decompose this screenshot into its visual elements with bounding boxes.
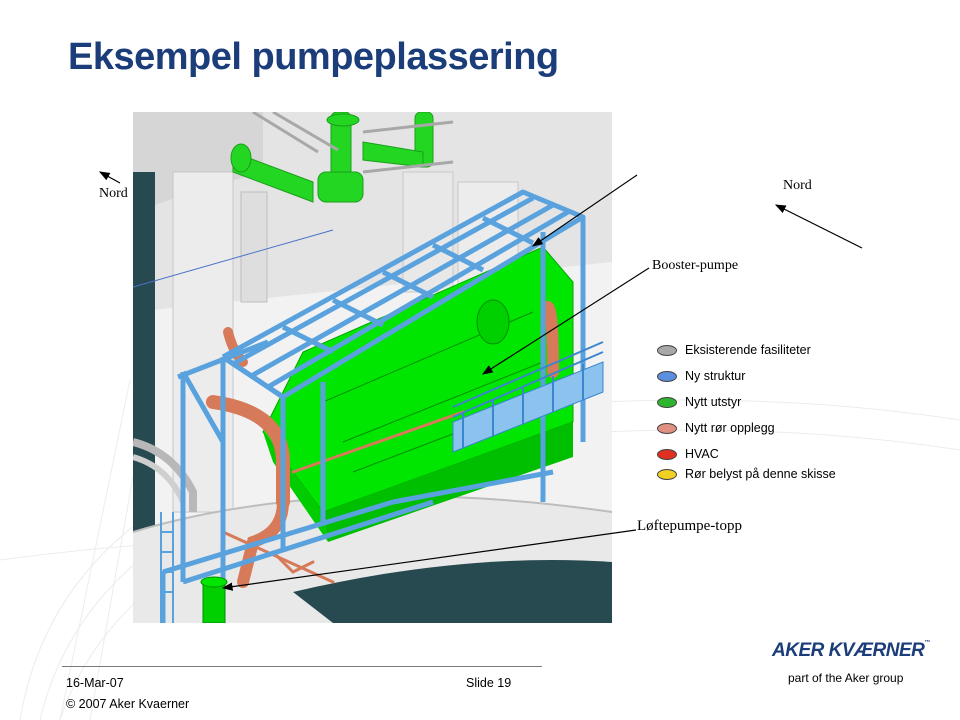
slide-title: Eksempel pumpeplassering bbox=[68, 36, 559, 78]
footer-tagline: part of the Aker group bbox=[788, 671, 904, 685]
footer-divider bbox=[62, 666, 542, 667]
tank-dark-wall bbox=[133, 172, 155, 572]
aker-kvaerner-logo: AKER KVÆRNER™ bbox=[772, 640, 930, 662]
logo-trademark: ™ bbox=[924, 640, 930, 646]
legend-label: Ny struktur bbox=[685, 369, 746, 383]
footer-date: 16-Mar-07 bbox=[66, 676, 124, 690]
nord-label-right: Nord bbox=[783, 178, 812, 193]
legend-item-new-piping: Nytt rør opplegg bbox=[657, 418, 836, 438]
legend-label: Nytt utstyr bbox=[685, 395, 742, 409]
nord-right-arrow bbox=[774, 204, 863, 249]
legend-swatch bbox=[657, 370, 677, 382]
legend-item-new-equipment: Nytt utstyr bbox=[657, 392, 836, 412]
legend-item-existing: Eksisterende fasiliteter bbox=[657, 340, 836, 360]
legend-swatch bbox=[657, 396, 677, 408]
footer-copyright: © 2007 Aker Kvaerner bbox=[66, 697, 190, 711]
legend: Eksisterende fasiliteter Ny struktur Nyt… bbox=[657, 340, 836, 484]
legend-label: HVAC bbox=[685, 447, 719, 461]
logo-text: AKER KVÆRNER bbox=[772, 640, 925, 661]
nord-left-arrow bbox=[98, 171, 121, 184]
booster-pump-label: Booster-pumpe bbox=[652, 258, 739, 273]
nord-label-left: Nord bbox=[99, 186, 128, 201]
legend-label: Nytt rør opplegg bbox=[685, 421, 775, 435]
legend-swatch bbox=[657, 448, 677, 460]
legend-label: Eksisterende fasiliteter bbox=[685, 343, 811, 357]
lift-pump-top-label: Løftepumpe-topp bbox=[637, 518, 742, 534]
legend-swatch bbox=[657, 344, 677, 356]
legend-item-hvac: HVAC bbox=[657, 444, 836, 464]
legend-item-new-structure: Ny struktur bbox=[657, 366, 836, 386]
legend-swatch bbox=[657, 422, 677, 434]
slide-number: Slide 19 bbox=[466, 676, 512, 690]
pump-placement-render bbox=[133, 112, 612, 623]
legend-swatch bbox=[657, 468, 677, 480]
legend-label: Rør belyst på denne skisse bbox=[685, 467, 836, 481]
legend-item-highlighted-pipes: Rør belyst på denne skisse bbox=[657, 464, 836, 484]
